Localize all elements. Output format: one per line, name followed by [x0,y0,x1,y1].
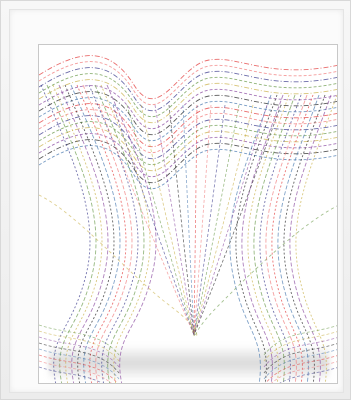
contour-line [193,104,254,336]
contour-line [70,84,121,383]
contour-line [39,103,337,148]
contour-line [193,104,282,336]
contour-line [39,360,112,383]
contour-line [39,139,337,184]
contour-line [39,73,337,118]
contour-line [193,205,337,338]
contour-line [241,94,284,383]
contour-line [182,104,195,336]
artwork-svg [39,55,337,383]
contour-line [193,104,198,336]
contour-line [58,84,109,383]
contour-line [39,61,337,106]
contour-line [140,104,195,336]
contour-line [64,84,115,383]
contour-line [39,115,337,160]
contour-line [39,67,337,112]
contour-line [193,104,268,336]
contour-line [263,337,337,368]
contour-line [193,104,226,336]
contour-line [279,367,337,383]
contour-line [277,94,320,383]
contour-line [126,104,195,336]
contour-line [39,55,337,100]
contour-line [289,94,332,383]
contour-line [88,84,139,383]
contour-line [253,94,296,383]
floor-shadow [49,345,329,381]
contour-line [52,84,103,383]
contour-line [265,355,337,383]
contour-line [98,104,195,336]
contour-line [46,84,97,383]
contour-line [39,133,337,178]
contour-line [106,84,157,383]
contour-line [39,145,337,190]
contour-line [263,331,337,362]
contour-line [193,104,212,336]
contour-line [100,84,151,383]
contour-line [193,104,240,336]
picture-mat [9,9,344,393]
contour-line [112,104,195,336]
contour-line [39,79,337,124]
contour-line [263,349,337,380]
contour-line [154,104,195,336]
contour-line [76,84,127,383]
contour-line [265,94,308,383]
contour-line [39,97,337,142]
line-artwork [38,44,338,384]
contour-line [263,343,337,374]
contour-line [39,85,337,130]
contour-line [271,361,337,383]
contour-line [39,91,337,136]
contour-line [39,109,337,154]
contour-line [39,127,337,172]
contour-line [263,325,337,356]
contour-line [39,194,198,338]
contour-line [40,84,91,383]
contour-line [82,84,133,383]
contour-line [229,94,272,383]
contour-line [39,121,337,166]
